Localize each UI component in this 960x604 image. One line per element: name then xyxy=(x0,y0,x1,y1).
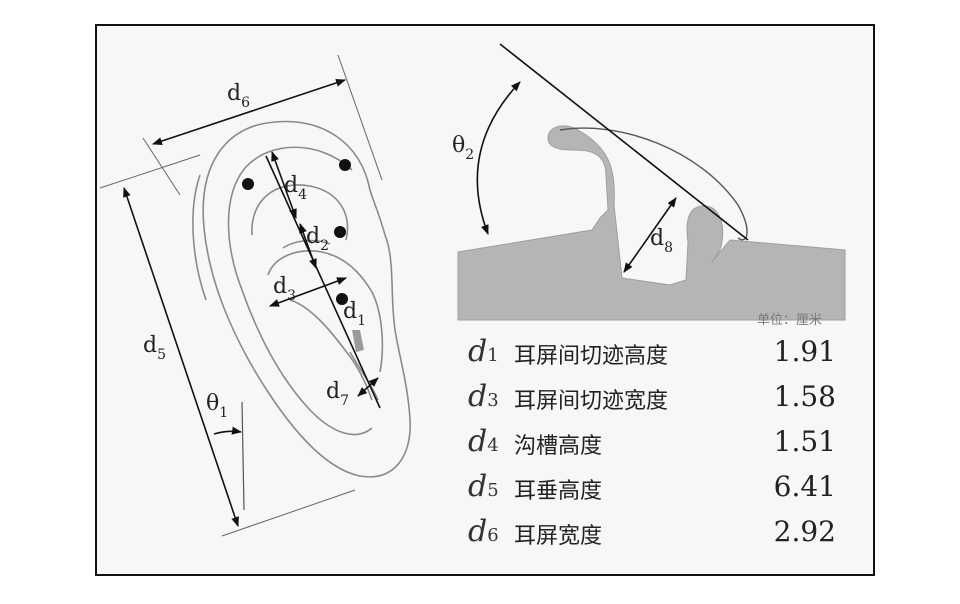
measurement-name: 耳屏宽度 xyxy=(514,524,603,549)
d5-arrow xyxy=(123,187,239,527)
cross-section-outline xyxy=(559,127,748,241)
theta2-tangent-line xyxy=(499,43,749,241)
d5-extension-top xyxy=(99,154,201,189)
measurement-name: 耳垂高度 xyxy=(514,479,603,504)
label-d7: d7 xyxy=(326,379,349,409)
measurement-row: d5 耳垂高度 6.41 xyxy=(462,469,842,514)
unit-note: 单位：厘米 xyxy=(757,313,823,328)
d6-arrow xyxy=(152,79,346,145)
measurement-symbol: d6 xyxy=(468,514,499,549)
label-d4: d4 xyxy=(284,173,307,203)
theta2-arc xyxy=(476,81,521,235)
d2-arrow xyxy=(299,223,317,269)
d3-arrow xyxy=(269,277,347,307)
measurement-row: d4 沟槽高度 1.51 xyxy=(462,424,842,469)
measurement-table: d1 耳屏间切迹高度 1.91 d3 耳屏间切迹宽度 1.58 d4 沟槽高度 … xyxy=(462,334,842,559)
measurement-row: d3 耳屏间切迹宽度 1.58 xyxy=(462,379,842,424)
measurement-row: d6 耳屏宽度 2.92 xyxy=(462,514,842,559)
d5-extension-bottom xyxy=(221,489,356,537)
d7-arrow xyxy=(357,377,379,397)
measurement-name: 沟槽高度 xyxy=(514,434,603,459)
d4-arrow xyxy=(271,151,297,219)
measurement-symbol: d5 xyxy=(468,469,499,504)
label-theta1: θ1 xyxy=(206,391,228,421)
measurement-symbol: d4 xyxy=(468,424,499,459)
measurement-symbol: d1 xyxy=(468,334,499,369)
label-d3: d3 xyxy=(273,274,296,304)
measurement-name: 耳屏间切迹宽度 xyxy=(514,389,669,414)
measurement-row: d1 耳屏间切迹高度 1.91 xyxy=(462,334,842,379)
theta1-arc xyxy=(213,426,242,435)
label-d2: d2 xyxy=(306,224,329,254)
measurement-value: 1.91 xyxy=(773,335,836,368)
label-d1: d1 xyxy=(343,299,366,329)
measurement-value: 6.41 xyxy=(773,470,836,503)
measurement-value: 1.58 xyxy=(773,380,836,413)
intertragic-notch-mark xyxy=(352,330,364,352)
label-d8: d8 xyxy=(650,226,673,256)
theta1-vertical xyxy=(241,401,245,511)
d6-extension-left xyxy=(142,137,181,196)
d8-arrow xyxy=(623,197,677,273)
cross-section-shape xyxy=(457,125,846,321)
measurement-value: 1.51 xyxy=(773,425,836,458)
label-theta2: θ2 xyxy=(452,133,474,163)
d6-extension-right xyxy=(337,54,383,181)
label-d6: d6 xyxy=(227,81,250,111)
label-d5: d5 xyxy=(143,333,166,363)
measurement-value: 2.92 xyxy=(773,515,836,548)
ear-outline xyxy=(192,120,411,478)
measurement-symbol: d3 xyxy=(468,379,499,414)
measurement-name: 耳屏间切迹高度 xyxy=(514,344,669,369)
